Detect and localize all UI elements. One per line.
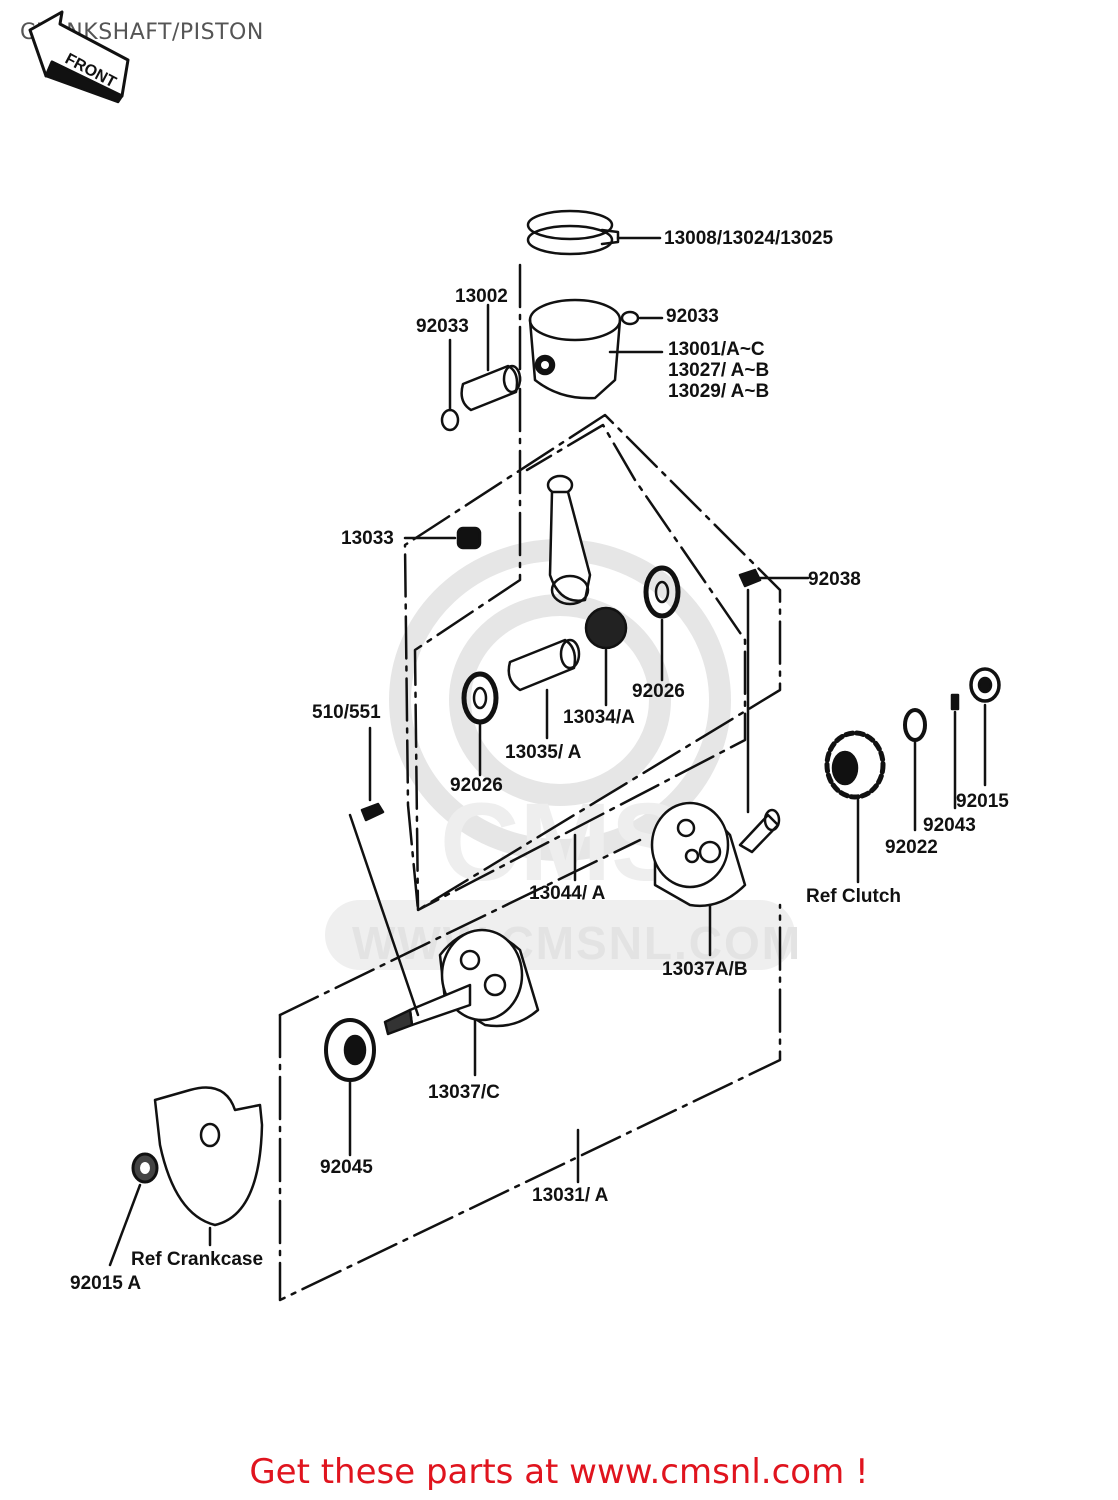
circlip-right	[620, 310, 640, 326]
part-label: 13037/C	[428, 1082, 500, 1103]
washer-92026-left	[461, 671, 499, 725]
watermark-brand-logo: CMS	[440, 781, 684, 904]
woodruff-key-92038	[738, 568, 762, 588]
front-arrow-icon	[28, 10, 130, 104]
part-label: 92022	[885, 837, 938, 858]
part-label: 510/551	[312, 702, 381, 723]
part-label: 13027/ A~B	[668, 360, 770, 381]
crankshaft-left-half	[383, 928, 540, 1036]
pin-92043	[950, 693, 960, 711]
part-label: 13037A/B	[662, 959, 748, 980]
washer-92026-right	[643, 565, 681, 619]
connecting-rod	[546, 474, 592, 606]
part-label: 92038	[808, 569, 861, 590]
part-label: 92043	[923, 815, 976, 836]
part-label: 13008/13024/13025	[664, 228, 834, 249]
part-label: Ref Crankcase	[131, 1249, 264, 1270]
needle-bearing-big	[584, 606, 628, 650]
part-label: 13029/ A~B	[668, 381, 770, 402]
part-label: 92033	[666, 306, 719, 327]
crankshaft-right-half	[650, 801, 781, 908]
crankcase-plate	[153, 1086, 264, 1227]
part-label: 13002	[455, 286, 508, 307]
svg-text:FRONT: FRONT	[62, 51, 119, 92]
part-label: 13001/A~C	[668, 339, 765, 360]
part-label: 13044/ A	[529, 883, 606, 904]
nut-92015	[969, 667, 1001, 703]
crank-pin	[507, 638, 581, 692]
ball-bearing-92045	[324, 1018, 376, 1082]
needle-bearing-small	[456, 526, 482, 550]
cta-link[interactable]: Get these parts at www.cmsnl.com !	[249, 1452, 869, 1492]
part-label: 13034/A	[563, 707, 635, 728]
part-label: Ref Clutch	[806, 886, 901, 907]
clutch-gear	[824, 730, 886, 800]
part-label: 92026	[632, 681, 685, 702]
part-label: 92026	[450, 775, 503, 796]
part-label: 92045	[320, 1157, 373, 1178]
part-label: 13033	[341, 528, 394, 549]
part-label: 92015 A	[70, 1273, 142, 1294]
part-label: 92033	[416, 316, 469, 337]
part-label: 92015	[956, 791, 1009, 812]
piston	[528, 298, 622, 400]
washer-92022	[903, 708, 927, 742]
woodruff-key-510	[360, 802, 385, 822]
nut-92015a	[131, 1152, 159, 1184]
part-label: 13035/ A	[505, 742, 582, 763]
part-label: 13031/ A	[532, 1185, 609, 1206]
